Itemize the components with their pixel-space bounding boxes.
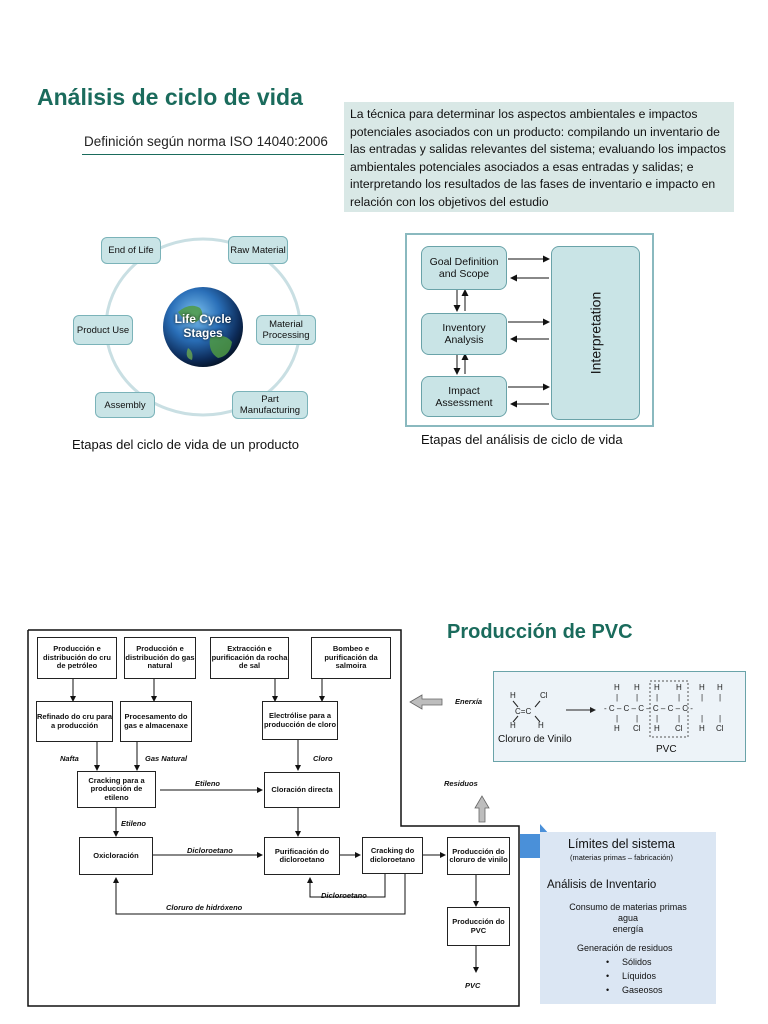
svg-text:Cl: Cl (540, 691, 548, 700)
svg-text:C=C: C=C (515, 707, 531, 716)
svg-text:|: | (678, 714, 680, 723)
stage-part-manufacturing: Part Manufacturing (232, 391, 308, 419)
bullet-liquidos: • (606, 971, 610, 981)
lca-interpretation-box: Interpretation (551, 246, 640, 420)
lifecycle-caption: Etapas del ciclo de vida de un producto (72, 437, 299, 452)
svg-text:|: | (678, 693, 680, 702)
pvc-box-procesamento-gas: Procesamento do gas e almacenaxe (120, 701, 192, 742)
pvc-box-rocha-sal: Extracción e purificación da rocha de sa… (210, 637, 289, 679)
definition-underline (82, 154, 344, 155)
svg-text:|: | (701, 714, 703, 723)
svg-text:H: H (510, 691, 516, 700)
svg-text:|: | (636, 714, 638, 723)
label-cloro: Cloro (313, 754, 333, 763)
svg-text:|: | (701, 693, 703, 702)
svg-text:|: | (719, 693, 721, 702)
label-dicloroetano-1: Dicloroetano (187, 846, 233, 855)
label-pvc-out: PVC (465, 981, 481, 990)
svg-text:H: H (614, 683, 620, 692)
label-dicloroetano-2: Dicloroetano (321, 891, 367, 900)
bullet-gaseosos: • (606, 985, 610, 995)
lca-inventory-box: Inventory Analysis (421, 313, 507, 355)
generacion-label: Generación de residuos (577, 943, 673, 953)
pvc-box-cloracion-directa: Cloración directa (264, 772, 340, 808)
definition-box: La técnica para determinar los aspectos … (344, 102, 734, 212)
stage-product-use: Product Use (73, 315, 133, 345)
definition-label: Definición según norma ISO 14040:2006 (84, 134, 328, 149)
lifecycle-center-label: Life Cycle Stages (174, 312, 232, 340)
lca-caption: Etapas del análisis de ciclo de vida (421, 432, 623, 447)
svg-text:|: | (656, 693, 658, 702)
svg-text:H: H (538, 721, 544, 730)
page-title: Análisis de ciclo de vida (37, 84, 303, 110)
agua-label: agua (617, 913, 639, 923)
pvc-box-purificacion: Purificación do dicloroetano (264, 837, 340, 875)
pvc-molecule-box: H Cl C=C H H H H H H H H | | | | | | - C – C – C – C… (493, 671, 746, 762)
svg-text:H: H (654, 683, 660, 692)
liquidos-label: Líquidos (622, 971, 657, 981)
pvc-box-cloruro-vinilo: Producción do cloruro de vinilo (447, 837, 510, 875)
stage-raw-material: Raw Material (228, 236, 288, 264)
label-etileno-2: Etileno (121, 819, 147, 828)
solidos-label: Sólidos (622, 957, 652, 967)
svg-text:Cl: Cl (633, 724, 641, 733)
pvc-molecule-diagram: H Cl C=C H H H H H H H H | | | | | | - C – C – C – C… (510, 680, 724, 738)
lca-impact-box: Impact Assessment (421, 376, 507, 417)
bullet-solidos: • (606, 957, 610, 967)
svg-text:|: | (656, 714, 658, 723)
svg-text:|: | (616, 693, 618, 702)
pvc-box-cracking-dicloroetano: Cracking do dicloroetano (362, 837, 423, 874)
life-cycle-diagram: Life Cycle Stages End of Life Raw Materi… (70, 230, 320, 425)
gaseosos-label: Gaseosos (622, 985, 663, 995)
pvc-box-refinado: Refinado do cru para a producción (36, 701, 113, 742)
lca-phases-diagram: Goal Definition and Scope Inventory Anal… (405, 233, 654, 427)
svg-text:H: H (676, 683, 682, 692)
pvc-box-electrolise: Electrólise para a producción de cloro (262, 701, 338, 740)
label-cloruro-hidroxeno: Cloruro de hidróxeno (166, 903, 243, 912)
svg-text:H: H (717, 683, 723, 692)
label-nafta: Nafta (60, 754, 79, 763)
svg-text:|: | (636, 693, 638, 702)
pvc-title: Producción de PVC (447, 621, 633, 643)
label-enerxia: Enerxía (455, 697, 483, 706)
svg-text:H: H (699, 724, 705, 733)
label-gas-natural: Gas Natural (145, 754, 188, 763)
pvc-molecule-label: PVC (656, 744, 677, 755)
svg-text:Cl: Cl (716, 724, 724, 733)
svg-text:H: H (654, 724, 660, 733)
pvc-box-petroleo: Producción e distribución do cru de petr… (37, 637, 117, 679)
stage-material-processing: Material Processing (256, 315, 316, 345)
pvc-box-oxicloracion: Oxicloración (79, 837, 153, 875)
inventory-analysis-label: Análisis de Inventario (547, 879, 657, 891)
svg-text:|: | (616, 714, 618, 723)
lca-goal-box: Goal Definition and Scope (421, 246, 507, 290)
label-etileno-1: Etileno (195, 779, 221, 788)
energia-label: energía (612, 924, 644, 934)
limits-subtitle: (materias primas – fabricación) (570, 853, 673, 862)
pvc-box-salmoira: Bombeo e purificación da salmoira (311, 637, 391, 679)
stage-assembly: Assembly (95, 392, 155, 418)
limits-title: Límites del sistema (568, 837, 675, 851)
consumo-label: Consumo de materias primas (569, 902, 687, 912)
pvc-box-pvc: Producción do PVC (447, 907, 510, 946)
svg-text:|: | (719, 714, 721, 723)
label-residuos: Residuos (444, 779, 478, 788)
svg-text:H: H (510, 721, 516, 730)
svg-text:Cl: Cl (675, 724, 683, 733)
lca-arrows (453, 255, 550, 408)
svg-text:H: H (614, 724, 620, 733)
vinyl-chloride-label: Cloruro de Vinilo (498, 734, 572, 745)
stage-end-of-life: End of Life (101, 237, 161, 264)
svg-text:H: H (634, 683, 640, 692)
svg-text:- C – C – C – C – C – C -: - C – C – C – C – C – C - (604, 704, 693, 713)
svg-text:H: H (699, 683, 705, 692)
system-limits-box: Límites del sistema (materias primas – f… (540, 832, 716, 1004)
pvc-box-cracking-etileno: Cracking para a producción de etileno (77, 771, 156, 808)
pvc-box-gas-natural: Producción e distribución do gas natural (124, 637, 196, 679)
